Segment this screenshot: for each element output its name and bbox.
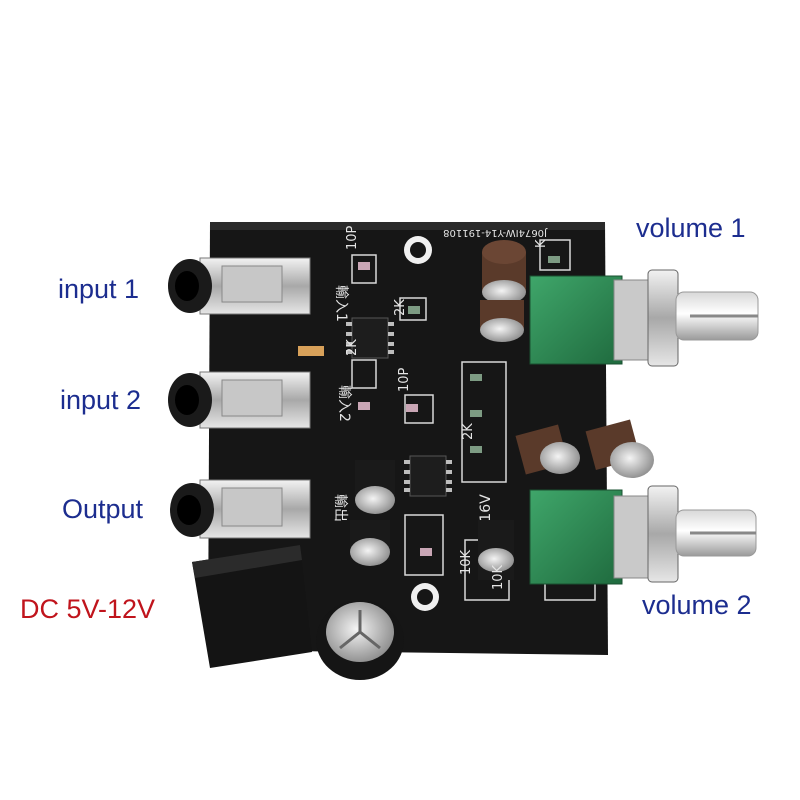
jack-out-silkscreen: 輸出	[332, 494, 348, 522]
capacitor-right-2	[585, 419, 654, 478]
part-value-label: 10K	[459, 549, 474, 575]
capacitor-right-1	[515, 424, 580, 475]
capacitor-mid-1	[355, 460, 395, 514]
capacitor-top-1	[482, 240, 526, 304]
jack-2-silkscreen: 輸入2	[336, 385, 352, 422]
ic-chip-1	[346, 317, 394, 359]
mounting-hole-bottom	[411, 583, 439, 611]
part-value-label: 2K	[393, 299, 408, 316]
mounting-hole-top	[404, 236, 432, 264]
part-value-label: 10P	[345, 225, 360, 250]
capacitor-mid-2	[350, 520, 390, 566]
potentiometer-volume-1	[529, 269, 759, 367]
capacitor-small	[478, 520, 514, 580]
silkscreen-outlines	[351, 239, 596, 601]
audio-jack-output	[170, 479, 311, 539]
jack-1-silkscreen: 輸入1	[333, 285, 349, 322]
part-value-label: K	[534, 239, 549, 248]
input-2-label: input 2	[60, 385, 142, 415]
volume-2-label: volume 2	[642, 590, 752, 620]
input-1-label: input 1	[58, 274, 140, 304]
part-value-label: 10K	[491, 564, 506, 590]
capacitor-top-2	[480, 300, 524, 342]
part-value-label: 2K	[461, 423, 476, 440]
capacitors	[316, 240, 654, 680]
part-value-label: 2K	[345, 339, 360, 356]
pcb-id-text: J0674IW-Y14-191108	[443, 227, 548, 238]
output-label: Output	[62, 494, 144, 524]
audio-jack-input-2	[168, 371, 311, 429]
ic-chip-2	[404, 455, 452, 497]
audio-jack-input-1	[168, 257, 311, 315]
capacitor-large	[316, 600, 404, 680]
potentiometer-volume-2	[529, 485, 757, 585]
volume-1-label: volume 1	[636, 213, 746, 243]
part-value-label: 10P	[397, 367, 412, 392]
dc-power-jack	[192, 545, 312, 668]
smd-parts	[298, 256, 560, 556]
power-label: DC 5V-12V	[20, 594, 156, 624]
